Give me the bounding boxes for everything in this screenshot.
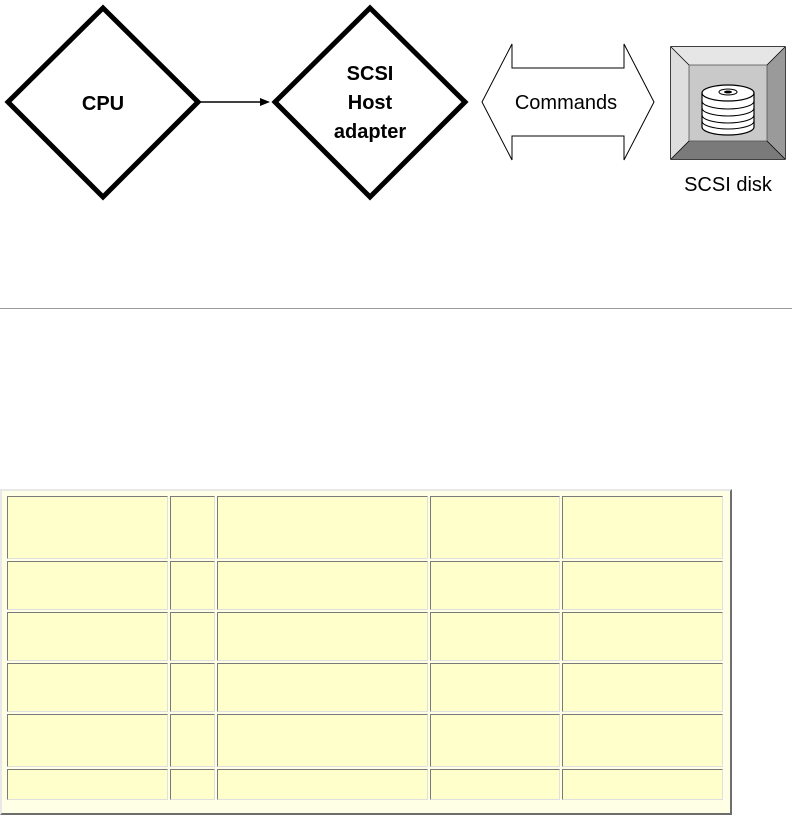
table-cell (7, 496, 168, 559)
table-cell (7, 769, 168, 800)
cpu-node (4, 4, 202, 201)
table-cell (7, 612, 168, 661)
table-cell (562, 663, 723, 712)
table-row (7, 714, 723, 767)
table-cell (217, 612, 428, 661)
table-row (7, 561, 723, 610)
table-cell (217, 561, 428, 610)
table-cell (217, 769, 428, 800)
empty-table (0, 489, 732, 815)
table-row (7, 769, 723, 800)
table-cell (217, 496, 428, 559)
table-cell (170, 612, 215, 661)
table-cell (430, 612, 560, 661)
scsi-disk-label: SCSI disk (684, 174, 773, 196)
host-adapter-label-line3: adapter (334, 121, 406, 143)
table-cell (217, 663, 428, 712)
table-cell (430, 496, 560, 559)
table-cell (430, 769, 560, 800)
table-row (7, 496, 723, 559)
table-cell (170, 561, 215, 610)
host-adapter-label-line1: SCSI (347, 63, 394, 85)
table-cell (562, 496, 723, 559)
scsi-disk-icon (670, 46, 786, 160)
disk-platters (701, 84, 755, 136)
table-row (7, 612, 723, 661)
table-row (7, 663, 723, 712)
cpu-to-adapter-arrow (198, 98, 270, 106)
table-cell (430, 663, 560, 712)
table-cell (430, 714, 560, 767)
table-cell (170, 714, 215, 767)
table-cell (217, 714, 428, 767)
table-cell (562, 714, 723, 767)
commands-arrow (481, 43, 655, 161)
table-cell (7, 663, 168, 712)
table-cell (170, 496, 215, 559)
table-cell (170, 663, 215, 712)
scsi-diagram: CPU SCSI Host adapter Commands (4, 4, 786, 201)
table-cell (430, 561, 560, 610)
table-cell (7, 561, 168, 610)
horizontal-divider (0, 308, 792, 309)
table-cell (170, 769, 215, 800)
table-cell (562, 561, 723, 610)
table-grid (5, 494, 725, 802)
table-cell (7, 714, 168, 767)
host-adapter-node (271, 4, 469, 201)
table-cell (562, 769, 723, 800)
host-adapter-label-line2: Host (348, 92, 393, 114)
commands-label: Commands (515, 92, 617, 114)
table-cell (562, 612, 723, 661)
cpu-label: CPU (82, 93, 124, 115)
